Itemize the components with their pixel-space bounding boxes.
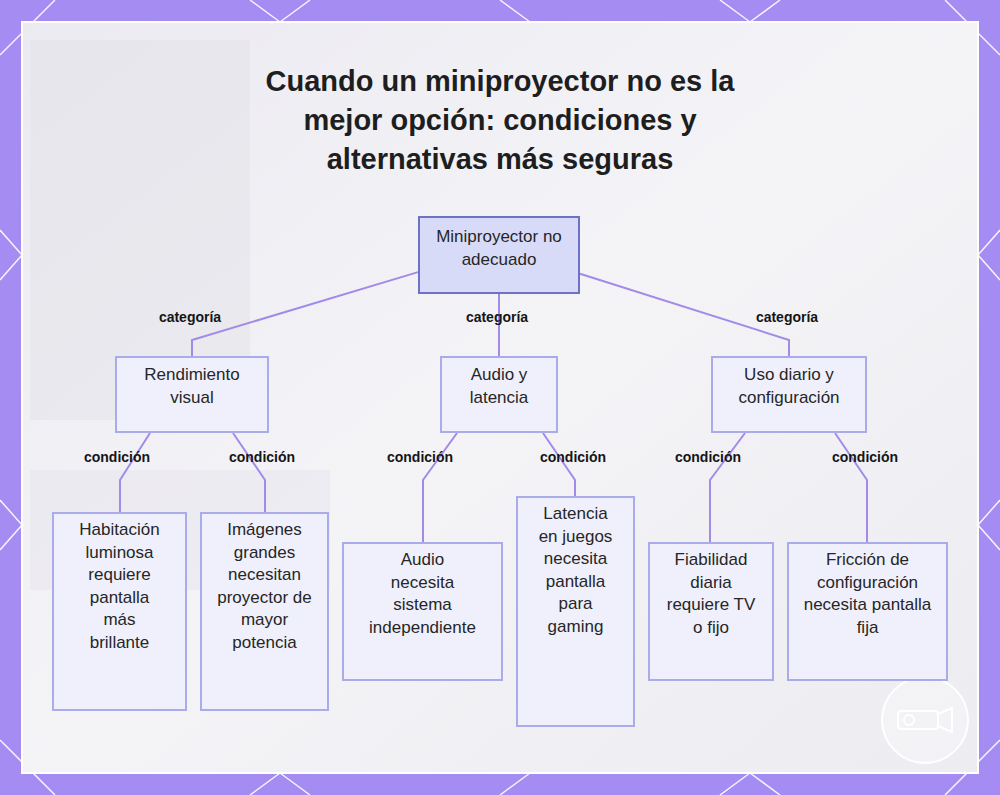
logo-icon [882, 677, 968, 763]
category-box: Audio y latencia [440, 356, 558, 433]
edge-label: condición [227, 449, 297, 465]
edge-label: condición [385, 449, 455, 465]
node-text: Audio necesita sistema independiente [368, 549, 477, 639]
connector-line [120, 433, 150, 512]
node-text: Rendimiento visual [129, 364, 255, 409]
category-box: Fricción de configuración necesita panta… [787, 542, 948, 681]
edge-label: condición [830, 449, 900, 465]
edge-label: categoría [464, 309, 530, 325]
node-text: Imágenes grandes necesitan proyector de … [216, 519, 313, 654]
root-box: Miniproyector no adecuado [418, 216, 580, 294]
connector-line [192, 272, 418, 356]
node-text: Latencia en juegos necesita pantalla par… [532, 503, 619, 638]
category-box: Habitación luminosa requiere pantalla má… [52, 512, 187, 711]
connector-line [233, 433, 265, 512]
node-text: Audio y latencia [454, 364, 544, 409]
category-box: Audio necesita sistema independiente [342, 542, 503, 681]
edge-label: condición [538, 449, 608, 465]
category-box: Fiabilidad diaria requiere TV o fijo [648, 542, 774, 681]
edge-label: condición [673, 449, 743, 465]
edge-label: condición [82, 449, 152, 465]
connector-line [498, 294, 500, 356]
category-box: Imágenes grandes necesitan proyector de … [200, 512, 329, 711]
edge-label: categoría [754, 309, 820, 325]
node-text: Uso diario y configuración [725, 364, 853, 409]
diagram-title: Cuando un miniproyector no es la mejor o… [240, 62, 760, 179]
category-box: Latencia en juegos necesita pantalla par… [516, 496, 635, 727]
edge-label: categoría [157, 309, 223, 325]
node-text: Miniproyector no adecuado [430, 226, 568, 271]
category-box: Uso diario y configuración [711, 356, 867, 433]
category-box: Rendimiento visual [115, 356, 269, 433]
node-text: Fiabilidad diaria requiere TV o fijo [664, 549, 758, 639]
node-text: Habitación luminosa requiere pantalla má… [72, 519, 167, 654]
node-text: Fricción de configuración necesita panta… [799, 549, 936, 639]
content-panel [22, 22, 978, 773]
